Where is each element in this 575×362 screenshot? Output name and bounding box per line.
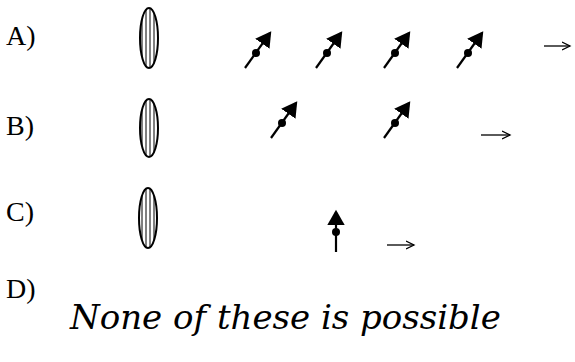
- option-letter: D): [6, 275, 36, 303]
- answer-text: None of these is possible: [70, 300, 501, 334]
- lens: [139, 188, 157, 248]
- option-letter: C): [6, 198, 34, 226]
- dipole-dots: [252, 49, 472, 236]
- dipole-arrows: [245, 33, 482, 252]
- direction-arrows: [387, 46, 570, 245]
- option-letter: B): [6, 112, 34, 140]
- lens: [140, 99, 158, 157]
- option-letter: A): [6, 22, 36, 50]
- lens: [140, 8, 158, 68]
